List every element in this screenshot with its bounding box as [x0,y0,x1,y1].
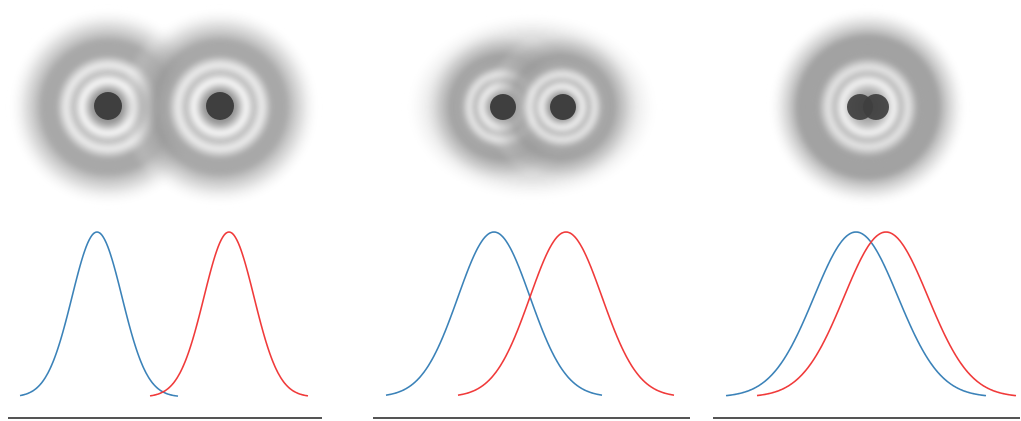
wavefunction-left-curve [385,231,603,396]
wavefunction-left-curve [725,231,987,397]
nucleus-left [490,94,516,120]
panel-merged [713,7,1020,419]
wavefunction-left-curve [19,231,179,397]
electron-cloud-approaching [404,12,660,202]
nucleus-right [863,94,889,120]
wavefunction-right-curve [457,231,675,396]
wavefunction-right-curve [149,231,309,397]
electron-cloud-separated [8,7,320,207]
nucleus-left [94,92,122,120]
panel-separated [8,7,322,419]
nucleus-right [550,94,576,120]
panel-approaching [373,12,690,419]
nucleus-right [206,92,234,120]
wavefunction-right-curve [756,231,1017,397]
